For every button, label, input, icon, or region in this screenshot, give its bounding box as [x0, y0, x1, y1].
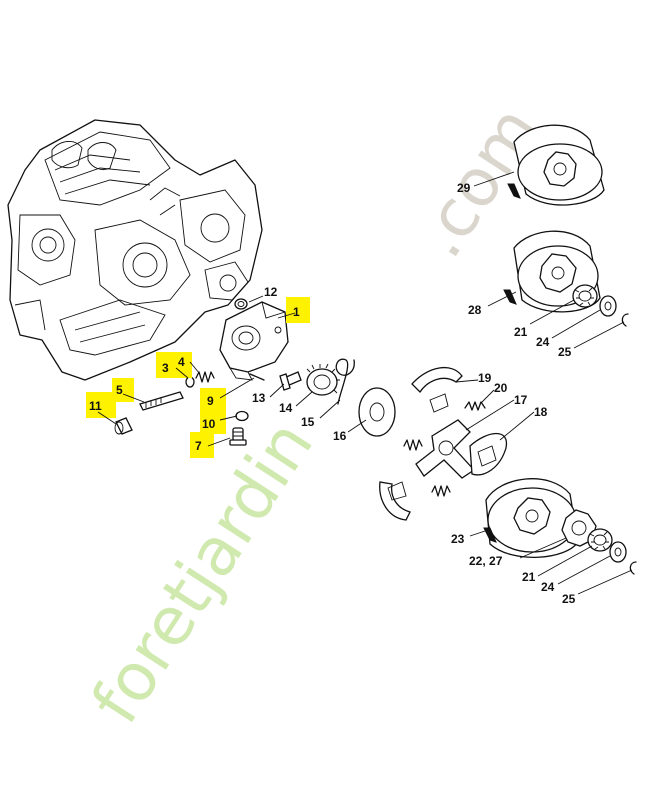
part-12-bushing	[234, 298, 248, 310]
part-5-worm-shaft	[139, 391, 184, 411]
highlight-9	[200, 388, 226, 412]
part-16-washer-disc	[358, 387, 396, 437]
callout-9: 9	[207, 394, 214, 408]
part-7-screw	[229, 427, 247, 446]
highlight-1	[286, 297, 310, 323]
part-10-o-ring	[235, 410, 249, 422]
part-15-spring-wire	[335, 358, 355, 405]
part-1-oil-pump	[219, 301, 289, 381]
callout-15: 15	[301, 415, 315, 429]
part-29-clutch-drum	[507, 124, 605, 206]
callout-18: 18	[534, 405, 548, 419]
part-25-e-clip-lower	[629, 561, 637, 575]
engine-housing	[7, 119, 263, 381]
part-23-clutch-drum	[483, 478, 579, 558]
callout-4: 4	[178, 355, 185, 369]
callout-28: 28	[468, 303, 482, 317]
callout-21-lower: 21	[522, 570, 536, 584]
callout-24-upper: 24	[536, 335, 550, 349]
callout-11: 11	[89, 399, 102, 413]
callout-1: 1	[293, 305, 300, 319]
part-24-washer-lower	[609, 541, 627, 563]
callout-22-27: 22, 27	[469, 554, 503, 568]
part-21-needle-cage-upper	[572, 284, 598, 308]
callout-25-lower: 25	[562, 592, 576, 606]
part-17-clutch-hub	[415, 419, 475, 479]
watermark: foretjardin .com	[77, 93, 554, 737]
part-20-spring	[464, 401, 486, 411]
callout-12: 12	[264, 285, 278, 299]
callout-13: 13	[252, 391, 266, 405]
highlight-3-4	[156, 352, 192, 378]
callout-labels: 1 3 4 5 7 9 10 11 12 13 14 15 16 17 18 1…	[89, 181, 576, 606]
callout-25-upper: 25	[558, 345, 572, 359]
part-24-washer-upper	[599, 295, 617, 317]
callout-19: 19	[478, 371, 492, 385]
highlight-boxes	[86, 297, 310, 458]
part-14-worm-gear	[306, 363, 340, 396]
callout-23: 23	[451, 532, 465, 546]
leader-lines	[97, 171, 633, 595]
callout-17: 17	[514, 393, 528, 407]
callout-20: 20	[494, 381, 508, 395]
callout-7: 7	[195, 439, 202, 453]
callout-16: 16	[333, 429, 347, 443]
callout-29: 29	[457, 181, 471, 195]
part-9-pin	[249, 373, 265, 381]
callout-14: 14	[279, 401, 293, 415]
part-21-needle-cage-lower	[587, 528, 613, 552]
part-25-e-clip-upper	[621, 313, 629, 327]
part-19-clutch-shoe	[411, 366, 463, 413]
callout-10: 10	[202, 417, 216, 431]
clutch-springs	[403, 439, 451, 497]
callout-5: 5	[116, 383, 123, 397]
highlight-10	[200, 412, 226, 434]
callout-24-lower: 24	[541, 580, 555, 594]
part-3-washer	[185, 376, 195, 388]
callout-3: 3	[162, 361, 169, 375]
part-13-bolt	[279, 371, 302, 391]
callout-21-upper: 21	[514, 325, 528, 339]
part-11-bushing	[114, 417, 133, 435]
part-4-spring	[195, 371, 215, 383]
part-18-clutch-shoes	[379, 433, 508, 521]
